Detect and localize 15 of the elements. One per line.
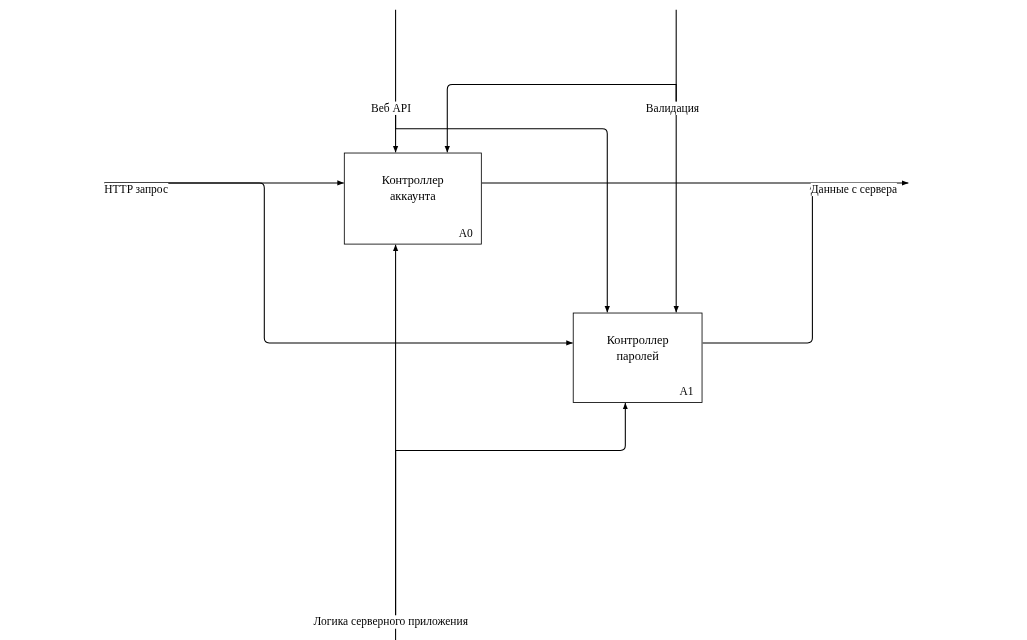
arrow-label: HTTP запрос — [104, 182, 168, 197]
function-label: Контроллер паролей — [605, 332, 670, 365]
node-number: A0 — [458, 227, 473, 241]
arrow-label: Веб API — [370, 101, 411, 115]
function-box — [572, 312, 703, 403]
node-number: A1 — [679, 385, 694, 399]
function-label: Контроллер аккаунта — [380, 172, 445, 205]
arrow — [395, 402, 628, 616]
function-box — [343, 152, 482, 245]
arrow — [444, 83, 677, 154]
arrow — [673, 114, 679, 314]
arrow-label: Валидация — [645, 101, 700, 115]
arrow — [395, 114, 610, 314]
arrow-label: Данные с сервера — [810, 182, 898, 197]
arrow-label: Логика серверного приложения — [313, 615, 468, 629]
